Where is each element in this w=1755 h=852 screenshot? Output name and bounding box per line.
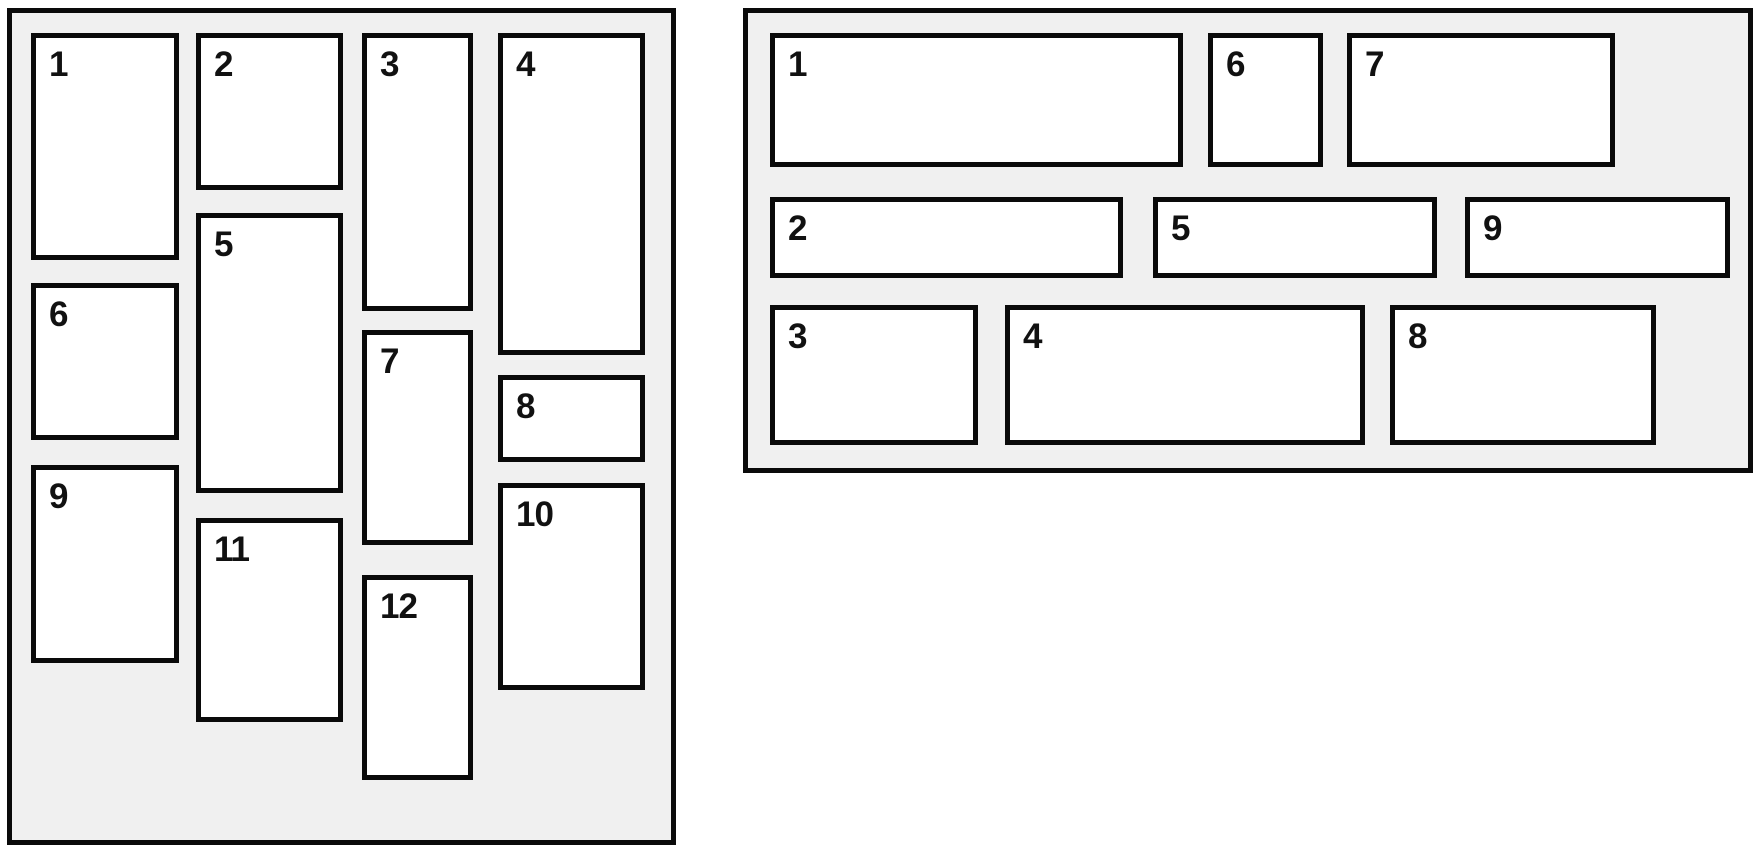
layout-panel-masonry-rows: 1 2 3 4 5 6 7 8 9 bbox=[743, 8, 1753, 473]
item-number-label: 1 bbox=[788, 45, 807, 84]
layout-item: 5 bbox=[1153, 197, 1437, 278]
item-number-label: 5 bbox=[214, 225, 233, 264]
item-number-label: 4 bbox=[516, 45, 535, 84]
layout-item: 4 bbox=[498, 33, 645, 355]
layout-item: 10 bbox=[498, 483, 645, 690]
item-number-label: 11 bbox=[214, 530, 250, 569]
item-number-label: 7 bbox=[380, 342, 399, 381]
item-number-label: 8 bbox=[516, 387, 535, 426]
layout-item: 9 bbox=[31, 465, 179, 663]
layout-item: 1 bbox=[31, 33, 179, 260]
item-number-label: 2 bbox=[788, 209, 807, 248]
item-number-label: 6 bbox=[1226, 45, 1245, 84]
layout-item: 7 bbox=[1347, 33, 1615, 167]
item-number-label: 9 bbox=[49, 477, 68, 516]
item-number-label: 3 bbox=[380, 45, 399, 84]
item-number-label: 12 bbox=[380, 587, 418, 626]
item-number-label: 10 bbox=[516, 495, 554, 534]
layout-item: 1 bbox=[770, 33, 1183, 167]
layout-item: 4 bbox=[1005, 305, 1365, 445]
item-number-label: 8 bbox=[1408, 317, 1427, 356]
layout-item: 2 bbox=[196, 33, 343, 190]
layout-item: 3 bbox=[770, 305, 978, 445]
layout-item: 8 bbox=[498, 375, 645, 462]
layout-item: 6 bbox=[31, 283, 179, 440]
item-number-label: 2 bbox=[214, 45, 233, 84]
item-number-label: 9 bbox=[1483, 209, 1502, 248]
layout-item: 9 bbox=[1465, 197, 1730, 278]
item-number-label: 6 bbox=[49, 295, 68, 334]
layout-item: 5 bbox=[196, 213, 343, 493]
layout-item: 6 bbox=[1208, 33, 1323, 167]
item-number-label: 7 bbox=[1365, 45, 1384, 84]
layout-item: 8 bbox=[1390, 305, 1656, 445]
layout-item: 2 bbox=[770, 197, 1123, 278]
layout-item: 3 bbox=[362, 33, 473, 311]
item-number-label: 3 bbox=[788, 317, 807, 356]
layout-item: 11 bbox=[196, 518, 343, 722]
layout-item: 7 bbox=[362, 330, 473, 545]
item-number-label: 1 bbox=[49, 45, 68, 84]
layout-item: 12 bbox=[362, 575, 473, 780]
item-number-label: 4 bbox=[1023, 317, 1042, 356]
item-number-label: 5 bbox=[1171, 209, 1190, 248]
